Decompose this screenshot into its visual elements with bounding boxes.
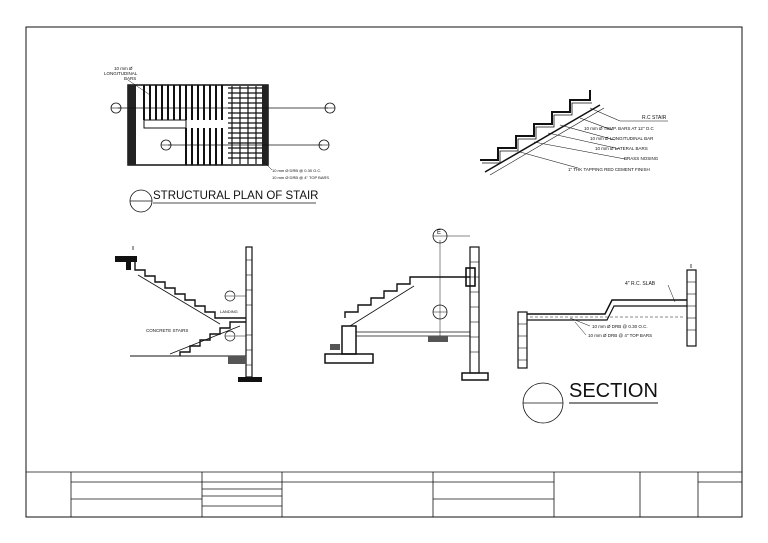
plan-upper-flight: [143, 85, 223, 120]
section-b-ground-hatch-1: [428, 336, 448, 342]
plan-label-drb-1: 10 mm Ø DRB @ 0.30 O.C.: [272, 168, 321, 173]
detail-steps: [480, 90, 591, 161]
section-b-soffit: [349, 285, 415, 327]
section-b-marker-2: [432, 304, 448, 320]
section-c-slab-label: 4" R.C. SLAB: [625, 281, 656, 287]
section-b-base-pedestal: [341, 325, 357, 355]
section-marker-4: [318, 139, 330, 151]
section-marker-3: [160, 139, 172, 151]
section-title-block: SECTION: [522, 380, 658, 424]
section-a-note: ⁑: [132, 246, 134, 251]
detail-steps-finish: [482, 102, 592, 164]
section-c-slab-bottom: [527, 305, 687, 321]
detail-item-3: 10 mm Ø LATERAL BARS: [595, 146, 648, 151]
detail-item-4: BRASS NOSING: [624, 156, 659, 161]
section-a-wall: [245, 246, 253, 378]
section-c-leader-drb-1: [569, 317, 591, 327]
section-c-leader-drb-2: [574, 321, 587, 336]
plan-leader-long: [127, 79, 151, 96]
section-c-wall-right-hatch: [687, 281, 696, 331]
section-c-note: ⁑: [690, 264, 692, 269]
section-c-wall-right: [686, 269, 697, 347]
section-b-footing: [461, 372, 489, 381]
section-a-upper-soffit: [137, 274, 221, 325]
section-b-marker-letter: E: [437, 230, 441, 236]
section-a-marker-1: [224, 290, 236, 302]
detail-soffit-2: [489, 107, 605, 176]
detail-item-0: R.C STAIR: [642, 115, 667, 121]
section-b: E: [324, 228, 489, 381]
section-a-top-slab: [115, 256, 137, 262]
plan-column-left: [128, 85, 136, 165]
section-title: SECTION: [569, 380, 658, 402]
detail-soffit: [484, 104, 601, 173]
section-c-wall-left-hatch: [518, 323, 527, 361]
section-a-top-post: [126, 262, 131, 270]
section-a-concrete: CONCRETE STAIRS: [146, 328, 188, 333]
plan-label-long-1: 10 mm Ø: [114, 66, 133, 71]
section-a-wall-hatch: [246, 259, 252, 366]
stair-plan: 10 mm Ø LONGITUDINAL BARS 10 mm Ø DRB @ …: [104, 66, 336, 213]
title-block: [26, 471, 742, 517]
section-a-footing: [238, 377, 262, 382]
section-b-base-footing: [324, 353, 374, 364]
detail-item-2: 10 mm Ø LONGITUDINAL BAR: [590, 136, 654, 141]
plan-leader-drb: [261, 159, 273, 171]
section-c: 4" R.C. SLAB 10 mm Ø DRB @ 0.30 O.C. 10 …: [517, 264, 697, 369]
section-a-lower-soffit: [169, 325, 241, 355]
section-c-slab: [527, 299, 687, 315]
detail-leaders: [519, 107, 668, 169]
section-a-ground-hatch: [228, 356, 246, 364]
section-c-drb-2: 10 mm Ø DRB @ 4" TOP BARS: [588, 333, 652, 338]
section-marker-1: [110, 102, 122, 114]
section-b-column: [469, 246, 480, 374]
section-c-drb-1: 10 mm Ø DRB @ 0.30 O.C.: [592, 324, 648, 329]
section-c-leader-slab: [667, 284, 676, 303]
plan-label-long-3: BARS: [124, 76, 136, 81]
sheet-border: [25, 26, 743, 518]
plan-column-right: [262, 85, 268, 165]
stair-detail: R.C STAIR 10 mm Ø TEMP. BARS AT 12" O.C …: [480, 90, 668, 176]
section-a-marker-2: [224, 330, 236, 342]
section-b-flight: [344, 276, 470, 318]
section-a-lower-flight: [179, 321, 246, 356]
section-marker-2: [324, 102, 336, 114]
section-b-ground-hatch-2: [330, 344, 340, 350]
detail-item-1: 10 mm Ø TEMP. BARS AT 12" O.C: [584, 126, 655, 131]
plan-title: STRUCTURAL PLAN OF STAIR: [153, 190, 319, 202]
plan-lower-flight: [185, 128, 223, 165]
plan-inner-wall: [143, 119, 187, 129]
plan-landing-bars: [228, 86, 262, 164]
plan-label-long-2: LONGITUDINAL: [104, 71, 138, 76]
section-a: LANDING CONCRETE STAIRS ⁑: [115, 246, 262, 382]
plan-label-drb-2: 10 mm Ø DRB @ 4" TOP BARS: [272, 175, 329, 180]
detail-item-5: 1" THK TAPPING RED CEMENT FINISH: [568, 167, 650, 172]
plan-title-marker: [129, 189, 153, 213]
section-c-wall-left: [517, 311, 528, 369]
section-a-landing: LANDING: [220, 309, 238, 314]
section-a-upper-flight: [134, 262, 246, 319]
